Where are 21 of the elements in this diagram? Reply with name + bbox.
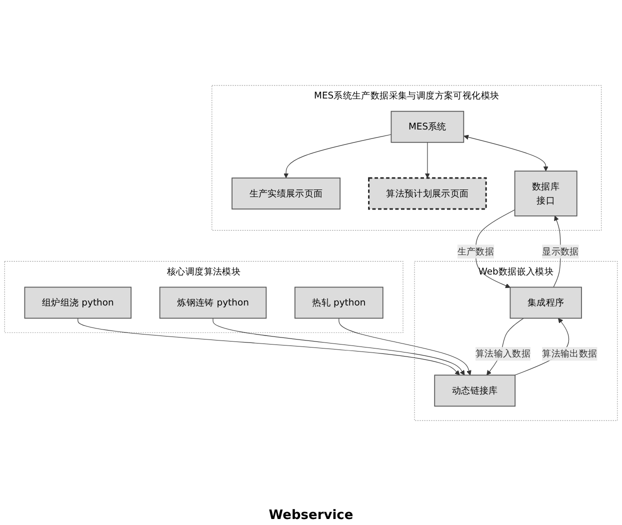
arrow [464, 134, 548, 172]
node-box: 动态链接库 [434, 374, 516, 407]
edge-label: 算法输出数据 [542, 348, 598, 360]
edge-label: 显示数据 [542, 246, 579, 257]
arrow [78, 318, 460, 376]
arrow [424, 142, 430, 178]
note-text: Webservice [268, 508, 354, 523]
node-box: 数据库 接口 [514, 170, 578, 216]
node-box: 热轧 python [294, 286, 384, 319]
arrow [338, 318, 472, 376]
node-box: 炼钢连铸 python [159, 286, 267, 319]
node-box: 算法预计划展示页面 [368, 177, 487, 210]
node-box: 集成程序 [510, 286, 582, 319]
edge-label: 生产数据 [457, 246, 494, 257]
node-box: MES系统 [390, 110, 464, 143]
node-box: 生产实绩展示页面 [232, 178, 340, 210]
edge-label: 算法输入数据 [475, 348, 531, 360]
arrow [475, 210, 516, 288]
node-box: 组炉组浇 python [24, 286, 132, 319]
arrow [284, 134, 392, 178]
arrow [212, 318, 465, 376]
